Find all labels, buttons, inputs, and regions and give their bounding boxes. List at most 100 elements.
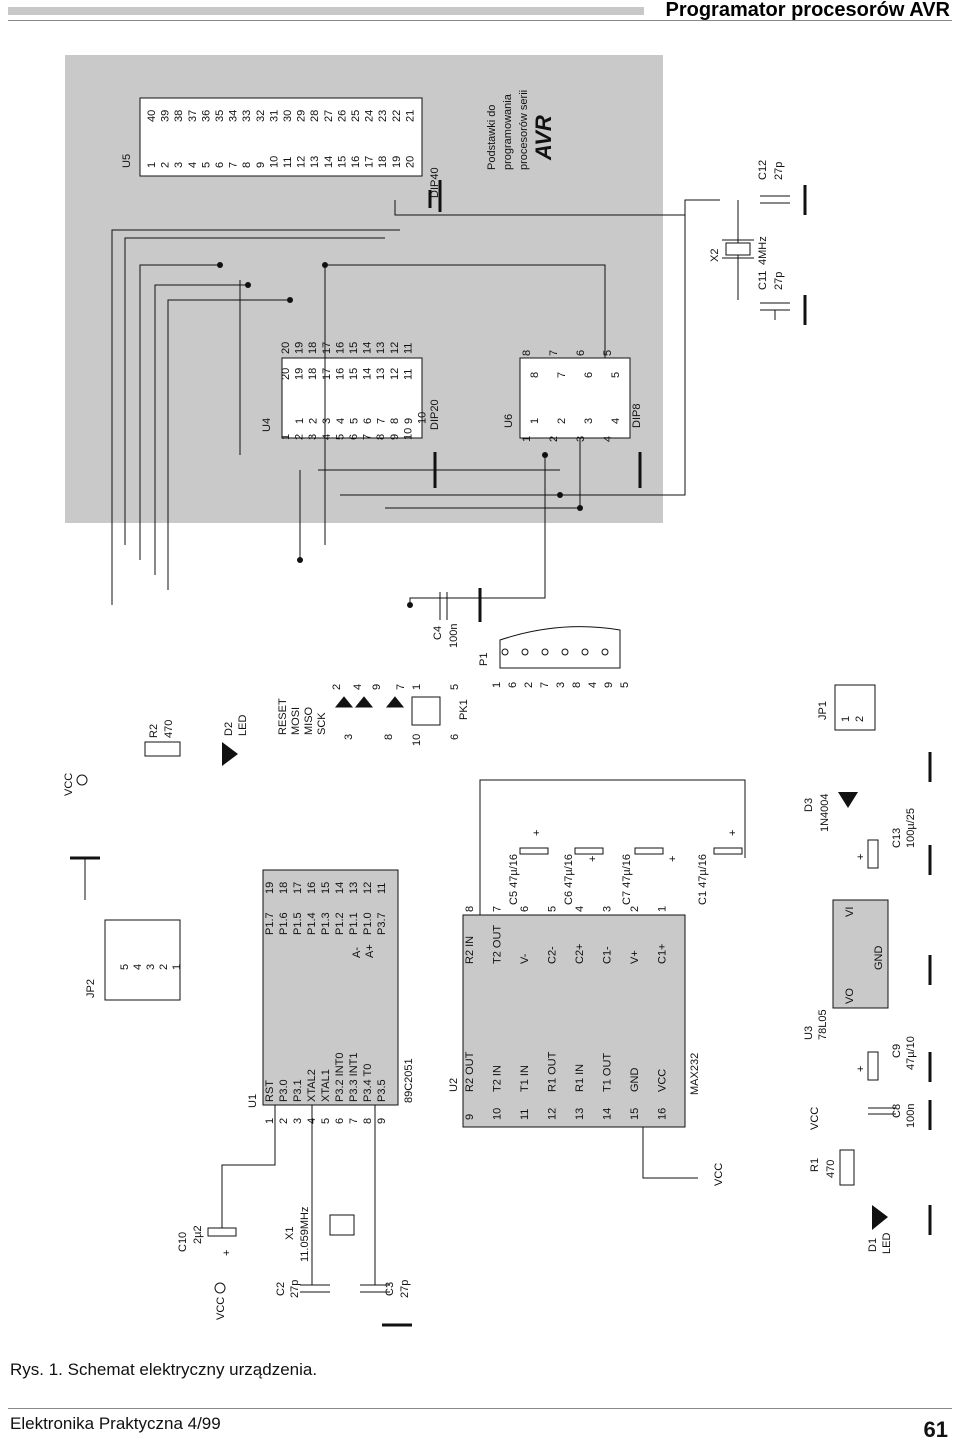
vcc-terminal-2 bbox=[214, 1282, 226, 1294]
vcc-terminal bbox=[76, 774, 88, 786]
pk1-pin-label: 10 bbox=[411, 734, 423, 746]
c9-value: 47µ/10 bbox=[905, 1036, 917, 1070]
u4-pin-label: 7 bbox=[376, 418, 388, 424]
u4-pin-label: 17 bbox=[321, 342, 333, 354]
u2-pin-name: R1 OUT bbox=[547, 1051, 559, 1092]
u2-pin-number: 7 bbox=[492, 906, 504, 912]
u2-pin-name: T2 IN bbox=[492, 1065, 504, 1092]
pk1-pin-label: 4 bbox=[352, 684, 364, 690]
max232-cap-label: C6 47µ/16 bbox=[563, 854, 575, 905]
u4-pin-label: 9 bbox=[403, 418, 415, 424]
panel-label-2: programowania bbox=[502, 93, 514, 170]
x1-ref: X1 bbox=[284, 1227, 296, 1240]
u4-pin-label: 20 bbox=[280, 368, 292, 380]
signal-sck: SCK bbox=[316, 712, 328, 735]
u1-pin-number: 12 bbox=[362, 882, 374, 894]
x2-ref: X2 bbox=[709, 249, 721, 262]
u2-pin-name: VCC bbox=[657, 1069, 669, 1092]
u4-pin-label: 8 bbox=[389, 418, 401, 424]
c2-ref: C2 bbox=[275, 1282, 287, 1296]
x2-freq: 4MHz bbox=[757, 236, 769, 265]
u4-pin-label: 2 bbox=[294, 434, 306, 440]
u5-pin-label: 17 bbox=[364, 156, 376, 168]
u5-pin-label: 18 bbox=[377, 156, 389, 168]
jp2-header bbox=[104, 919, 181, 1001]
u2-pin-number: 5 bbox=[547, 906, 559, 912]
u1-pin-name: P1.7 bbox=[264, 912, 276, 935]
u4-pin-label: 12 bbox=[389, 342, 401, 354]
u2-pin-number: 4 bbox=[574, 906, 586, 912]
u5-pin-label: 2 bbox=[160, 162, 172, 168]
pk1-pin-label: 9 bbox=[371, 684, 383, 690]
u6-pin-label: 7 bbox=[548, 350, 560, 356]
u4-pin-label: 1 bbox=[294, 418, 306, 424]
u6-pin-label: 6 bbox=[583, 372, 595, 378]
u1-pin-number: 13 bbox=[348, 882, 360, 894]
bus-wires bbox=[111, 199, 739, 605]
c12-capacitor bbox=[760, 185, 807, 215]
u1-pin-number: 19 bbox=[264, 882, 276, 894]
u4-pin-label: 16 bbox=[334, 342, 346, 354]
u1-pin-name: P1.6 bbox=[278, 912, 290, 935]
u2-pin-number: 16 bbox=[657, 1108, 669, 1120]
u3-type: 78L05 bbox=[817, 1009, 829, 1040]
u4-pin-label: 18 bbox=[307, 342, 319, 354]
d1-ref: D1 bbox=[867, 1238, 879, 1252]
u5-type: DIP40 bbox=[429, 167, 441, 198]
u6-pin-label: 4 bbox=[610, 418, 622, 424]
c11-capacitor bbox=[760, 295, 807, 325]
u4-pin-label: 20 bbox=[280, 342, 292, 354]
u3-ref: U3 bbox=[803, 1026, 815, 1040]
jp2-pin-label: 1 bbox=[171, 964, 183, 970]
vcc-label-u3: VCC bbox=[809, 1107, 821, 1130]
u2-pin-number: 2 bbox=[629, 906, 641, 912]
u1-pin-name: P3.5 bbox=[376, 1079, 388, 1102]
c8-ref: C8 bbox=[891, 1104, 903, 1118]
u5-pin-label: 35 bbox=[214, 110, 226, 122]
u5-pin-label: 25 bbox=[350, 110, 362, 122]
u5-pin-label: 13 bbox=[309, 156, 321, 168]
p1-ref: P1 bbox=[478, 653, 490, 666]
vcc-label-c10: VCC bbox=[215, 1297, 227, 1320]
jp1-pin2: 2 bbox=[854, 716, 866, 722]
u5-pin-label: 39 bbox=[160, 110, 172, 122]
u2-pin-number: 9 bbox=[464, 1114, 476, 1120]
u6-pin-label: 8 bbox=[521, 350, 533, 356]
u6-pin-label: 8 bbox=[529, 372, 541, 378]
c3-value: 27p bbox=[399, 1280, 411, 1298]
u1-pin-name: P1.1 bbox=[348, 912, 360, 935]
u1-pin-number: 1 bbox=[264, 1118, 276, 1124]
u2-pin-name: V- bbox=[519, 953, 531, 964]
u4-pin-label: 6 bbox=[362, 418, 374, 424]
c12-value: 27p bbox=[773, 162, 785, 180]
u5-pin-label: 30 bbox=[282, 110, 294, 122]
d2-led bbox=[222, 742, 238, 766]
u4-pin-label: 3 bbox=[321, 418, 333, 424]
u1-pin-name: XTAL2 bbox=[306, 1069, 318, 1102]
u4-pin-label: 5 bbox=[334, 434, 346, 440]
u5-pin-label: 33 bbox=[241, 110, 253, 122]
u1-pin-name: P3.1 bbox=[292, 1079, 304, 1102]
u5-pin-label: 32 bbox=[255, 110, 267, 122]
figure-caption: Rys. 1. Schemat elektryczny urządzenia. bbox=[10, 1360, 318, 1379]
c3-ref: C3 bbox=[384, 1282, 396, 1296]
signal-mosi: MOSI bbox=[290, 707, 302, 735]
u1-pin-name: P3.7 bbox=[376, 912, 388, 935]
d2-type: LED bbox=[237, 715, 249, 736]
u5-pin-label: 34 bbox=[228, 110, 240, 122]
c9-capacitor bbox=[867, 1051, 879, 1081]
u4-pin-label: 2 bbox=[308, 418, 320, 424]
jp1-ref: JP1 bbox=[817, 701, 829, 720]
c8-capacitor bbox=[868, 1107, 896, 1115]
r1-resistor bbox=[839, 1149, 855, 1186]
u4-pin-label: 3 bbox=[307, 434, 319, 440]
u2-pin-name: C2+ bbox=[574, 944, 586, 965]
polarity-plus: + bbox=[667, 856, 679, 862]
u1-pin-number: 8 bbox=[362, 1118, 374, 1124]
u4-pin-label: 13 bbox=[375, 342, 387, 354]
c11-ref: C11 bbox=[757, 271, 769, 290]
u5-pin-label: 22 bbox=[391, 110, 403, 122]
u2-pin-name: C2- bbox=[547, 946, 559, 964]
r2-value: 470 bbox=[163, 720, 175, 738]
u2-pin-number: 11 bbox=[519, 1109, 531, 1120]
